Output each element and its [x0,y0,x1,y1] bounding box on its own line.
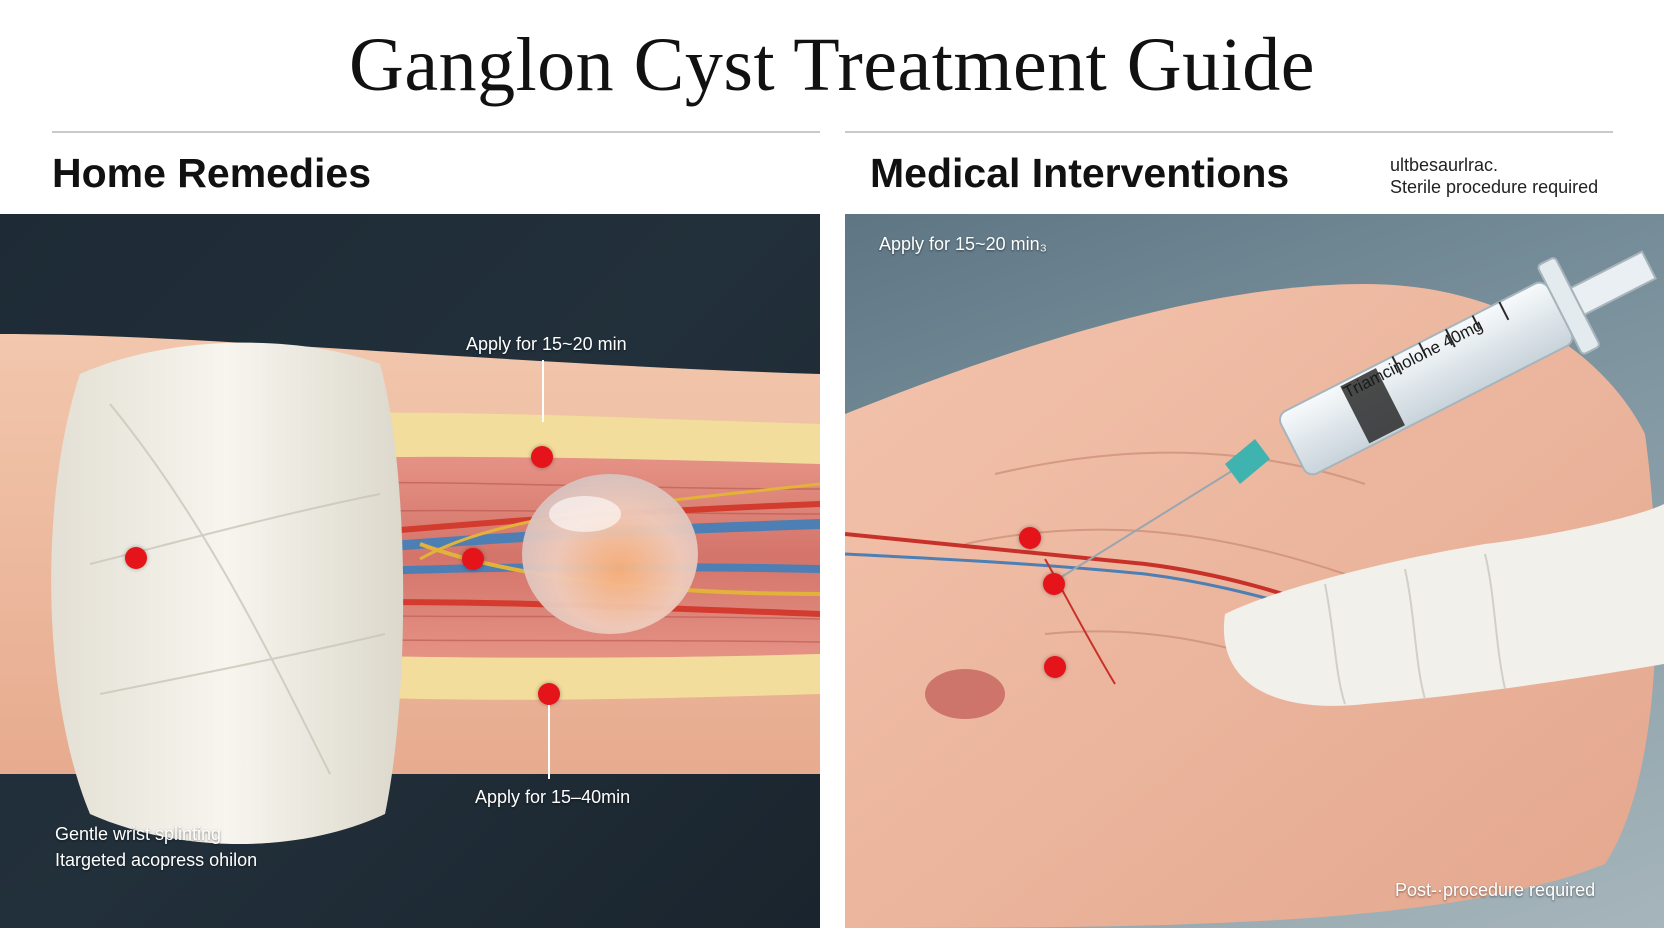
marker-dot [462,548,484,570]
wrist-anatomy-illustration [0,334,820,844]
side-note-line2: Sterile procedure required [1390,177,1599,197]
marker-dot [538,683,560,705]
home-remedies-heading: Home Remedies [52,150,372,196]
medical-interventions-panel: Apply for 15~20 min₃ Triamcinolone 40mg … [845,214,1664,928]
injection-illustration [845,250,1664,928]
medical-interventions-heading: Medical Interventions [870,150,1290,196]
side-note: ultbesaurlrac. Sterile procedure require… [1390,154,1598,198]
marker-dot [531,446,553,468]
left-divider [52,131,820,133]
page-title: Ganglon Cyst Treatment Guide [348,23,1316,107]
callout-top-leader [542,360,544,422]
home-remedies-panel: Apply for 15~20 min Apply for 15–40min G… [0,214,820,928]
right-divider [845,131,1613,133]
marker-dot [1043,573,1065,595]
marker-dot [1019,527,1041,549]
bottom-text-line2: Itargeted acopress ohilon [55,850,258,870]
callout-bottom-leader [548,705,550,779]
callout-bottom-label: Apply for 15–40min [475,787,631,807]
top-label: Apply for 15~20 min₃ [879,234,1047,254]
side-note-line1: ultbesaurlrac. [1390,155,1499,175]
marker-dot [125,547,147,569]
bottom-text-line1: Gentle wrist splinting [55,824,222,844]
marker-dot [1044,656,1066,678]
bottom-label: Post-·procedure required [1395,880,1596,900]
callout-top-label: Apply for 15~20 min [466,334,627,354]
